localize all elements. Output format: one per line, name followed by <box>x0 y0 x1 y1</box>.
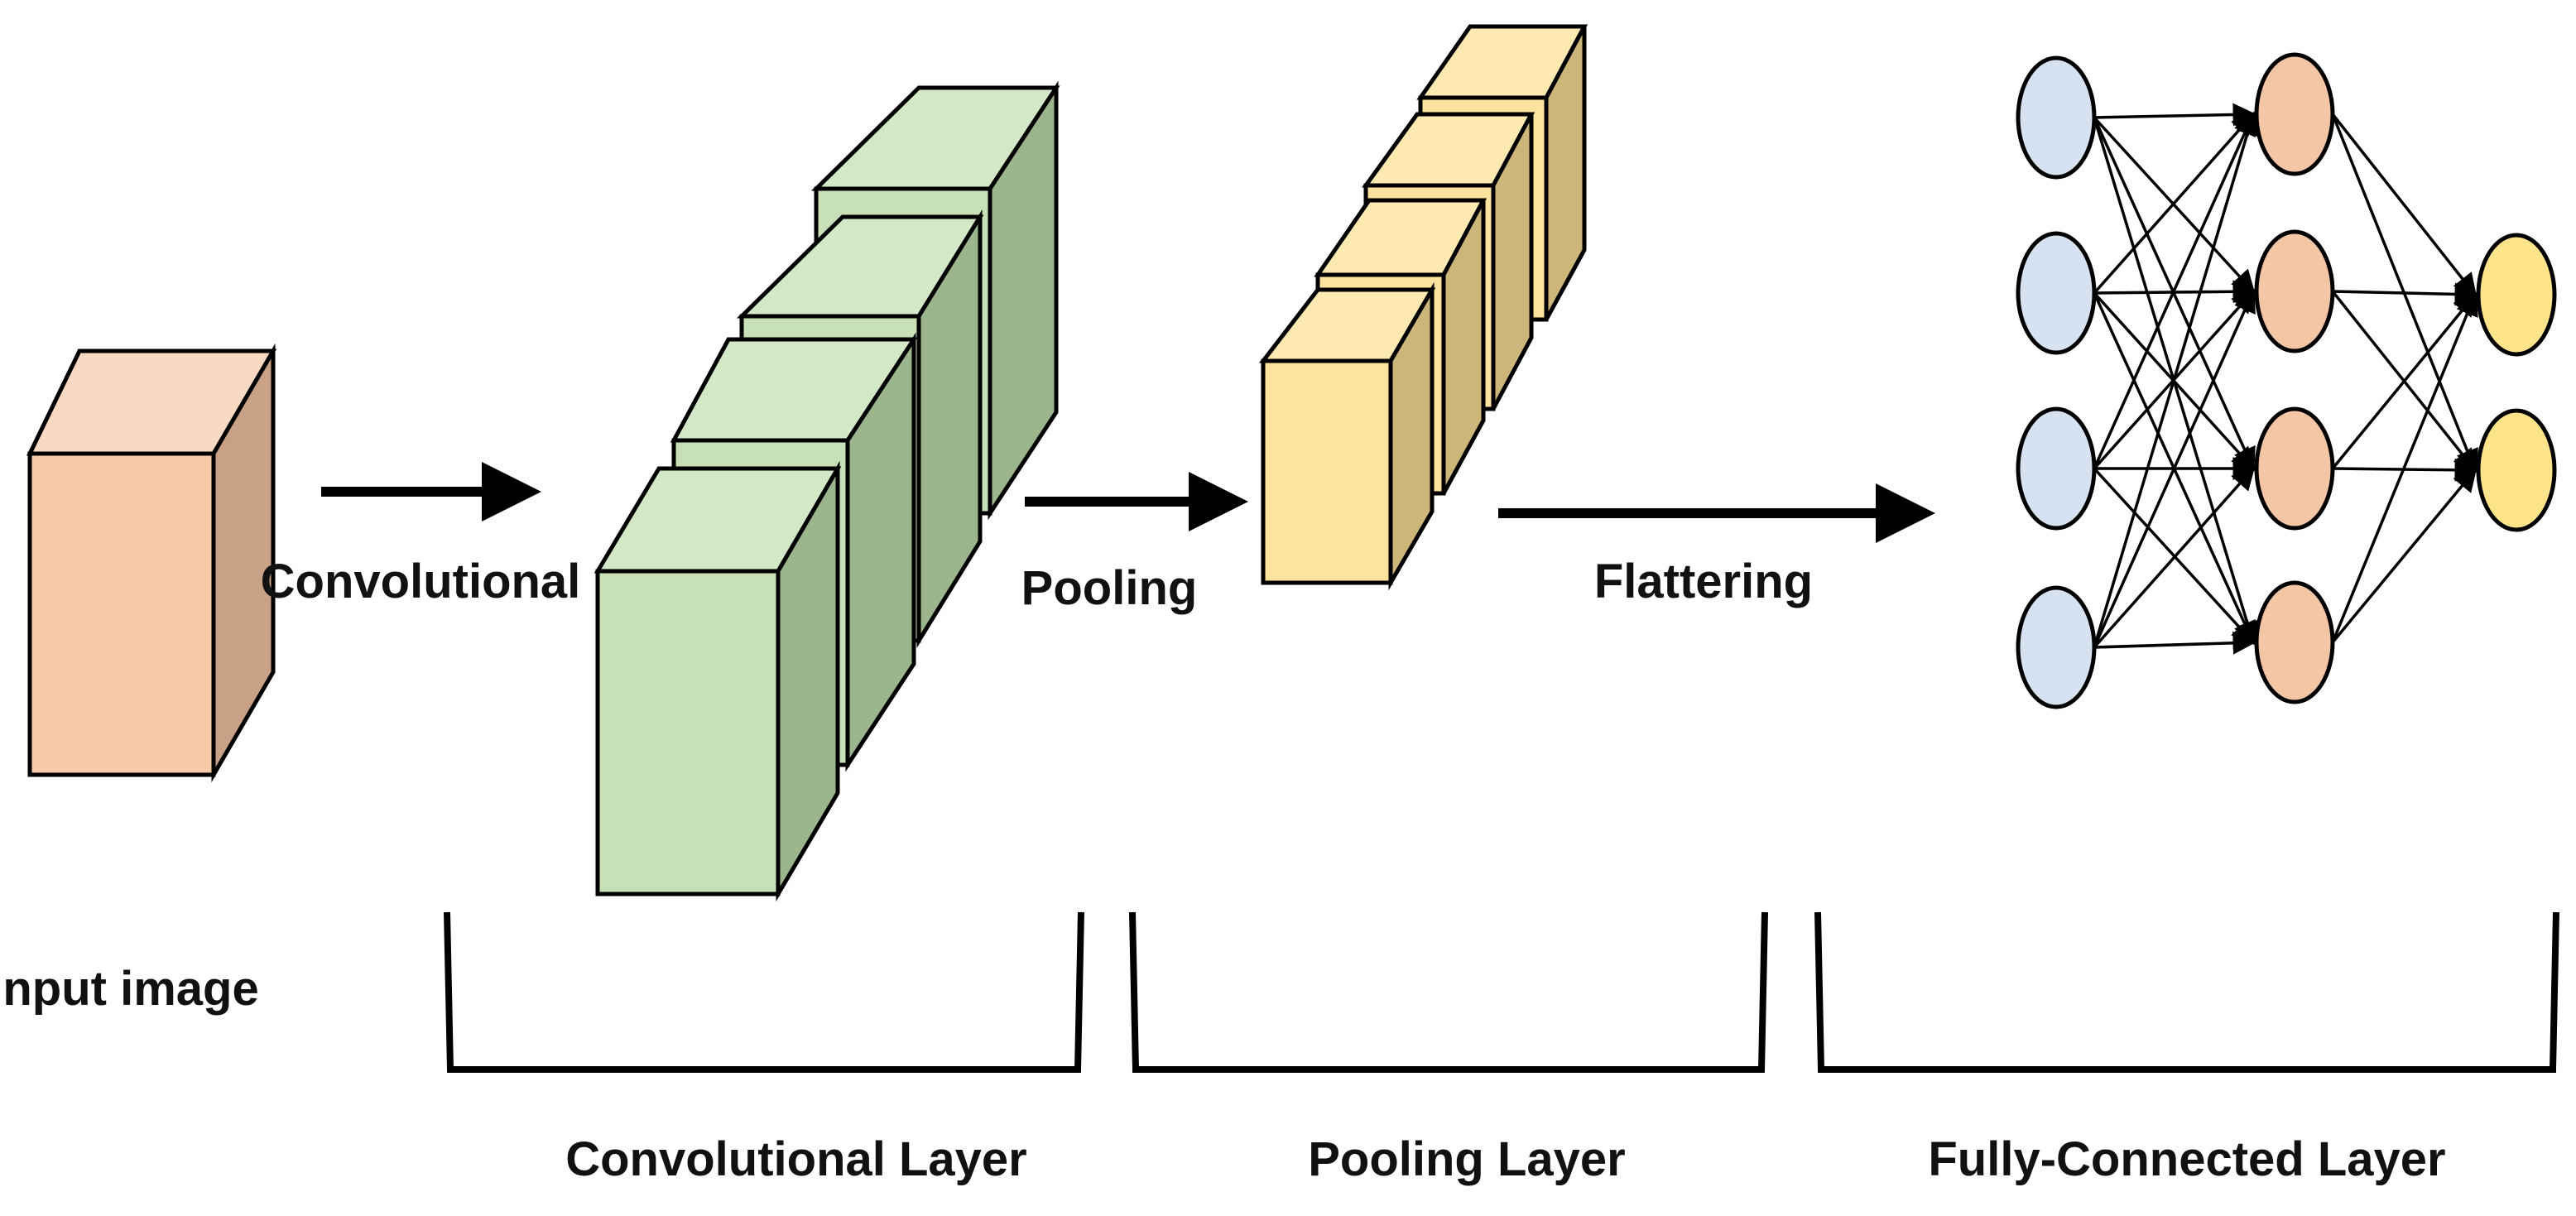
hidden-node-2 <box>2254 229 2335 353</box>
fc-edge-hidden-4-output-1 <box>2331 291 2478 643</box>
output-node-2 <box>2476 408 2557 532</box>
fully-connected-network <box>2016 52 2557 709</box>
pooling-label: Pooling <box>1021 561 1198 615</box>
input-image-label: Input image <box>0 962 259 1016</box>
fc-edge-input-4-hidden-2 <box>2093 288 2256 648</box>
hidden-node-4 <box>2254 580 2335 704</box>
output-node-1 <box>2476 233 2557 357</box>
convolutional-label: Convolutional <box>261 555 581 608</box>
conv-feature-maps <box>594 80 1060 902</box>
fc-edge-input-4-hidden-1 <box>2093 111 2259 648</box>
pooling-layer-label: Pooling Layer <box>1308 1132 1626 1186</box>
fc-edge-hidden-1-output-1 <box>2331 113 2477 297</box>
fc-edge-hidden-4-output-2 <box>2331 468 2477 644</box>
input-cube-front <box>27 451 216 777</box>
fc-edge-input-2-hidden-1 <box>2093 112 2256 295</box>
input-node-1 <box>2016 55 2097 180</box>
conv-cube-1 <box>594 460 842 902</box>
fc-edge-input-3-hidden-1 <box>2093 111 2256 469</box>
convolutional-layer-label: Convolutional Layer <box>565 1132 1027 1186</box>
input-image-cube <box>26 343 277 783</box>
pooling-layer-bracket <box>1129 911 1768 1073</box>
fc-edge-input-1-hidden-1 <box>2093 103 2256 127</box>
fully-connected-layer-label: Fully-Connected Layer <box>1928 1132 2445 1186</box>
convolutional-layer-bracket <box>444 911 1084 1073</box>
fc-edge-input-4-hidden-4 <box>2093 631 2256 655</box>
fully-connected-layer-bracket <box>1814 911 2559 1073</box>
input-node-3 <box>2016 406 2097 531</box>
fc-edge-input-3-hidden-4 <box>2093 467 2256 645</box>
pool-cube-1 <box>1258 281 1436 591</box>
input-node-4 <box>2016 585 2097 709</box>
fc-edge-input-4-hidden-3 <box>2093 466 2256 649</box>
flattering-label: Flattering <box>1594 555 1813 608</box>
fc-edge-hidden-3-output-1 <box>2331 292 2477 470</box>
pool-feature-maps <box>1258 24 1588 591</box>
input-node-2 <box>2016 231 2097 355</box>
hidden-node-3 <box>2254 406 2335 531</box>
fc-edge-hidden-2-output-1 <box>2332 282 2478 306</box>
hidden-node-1 <box>2254 52 2335 176</box>
